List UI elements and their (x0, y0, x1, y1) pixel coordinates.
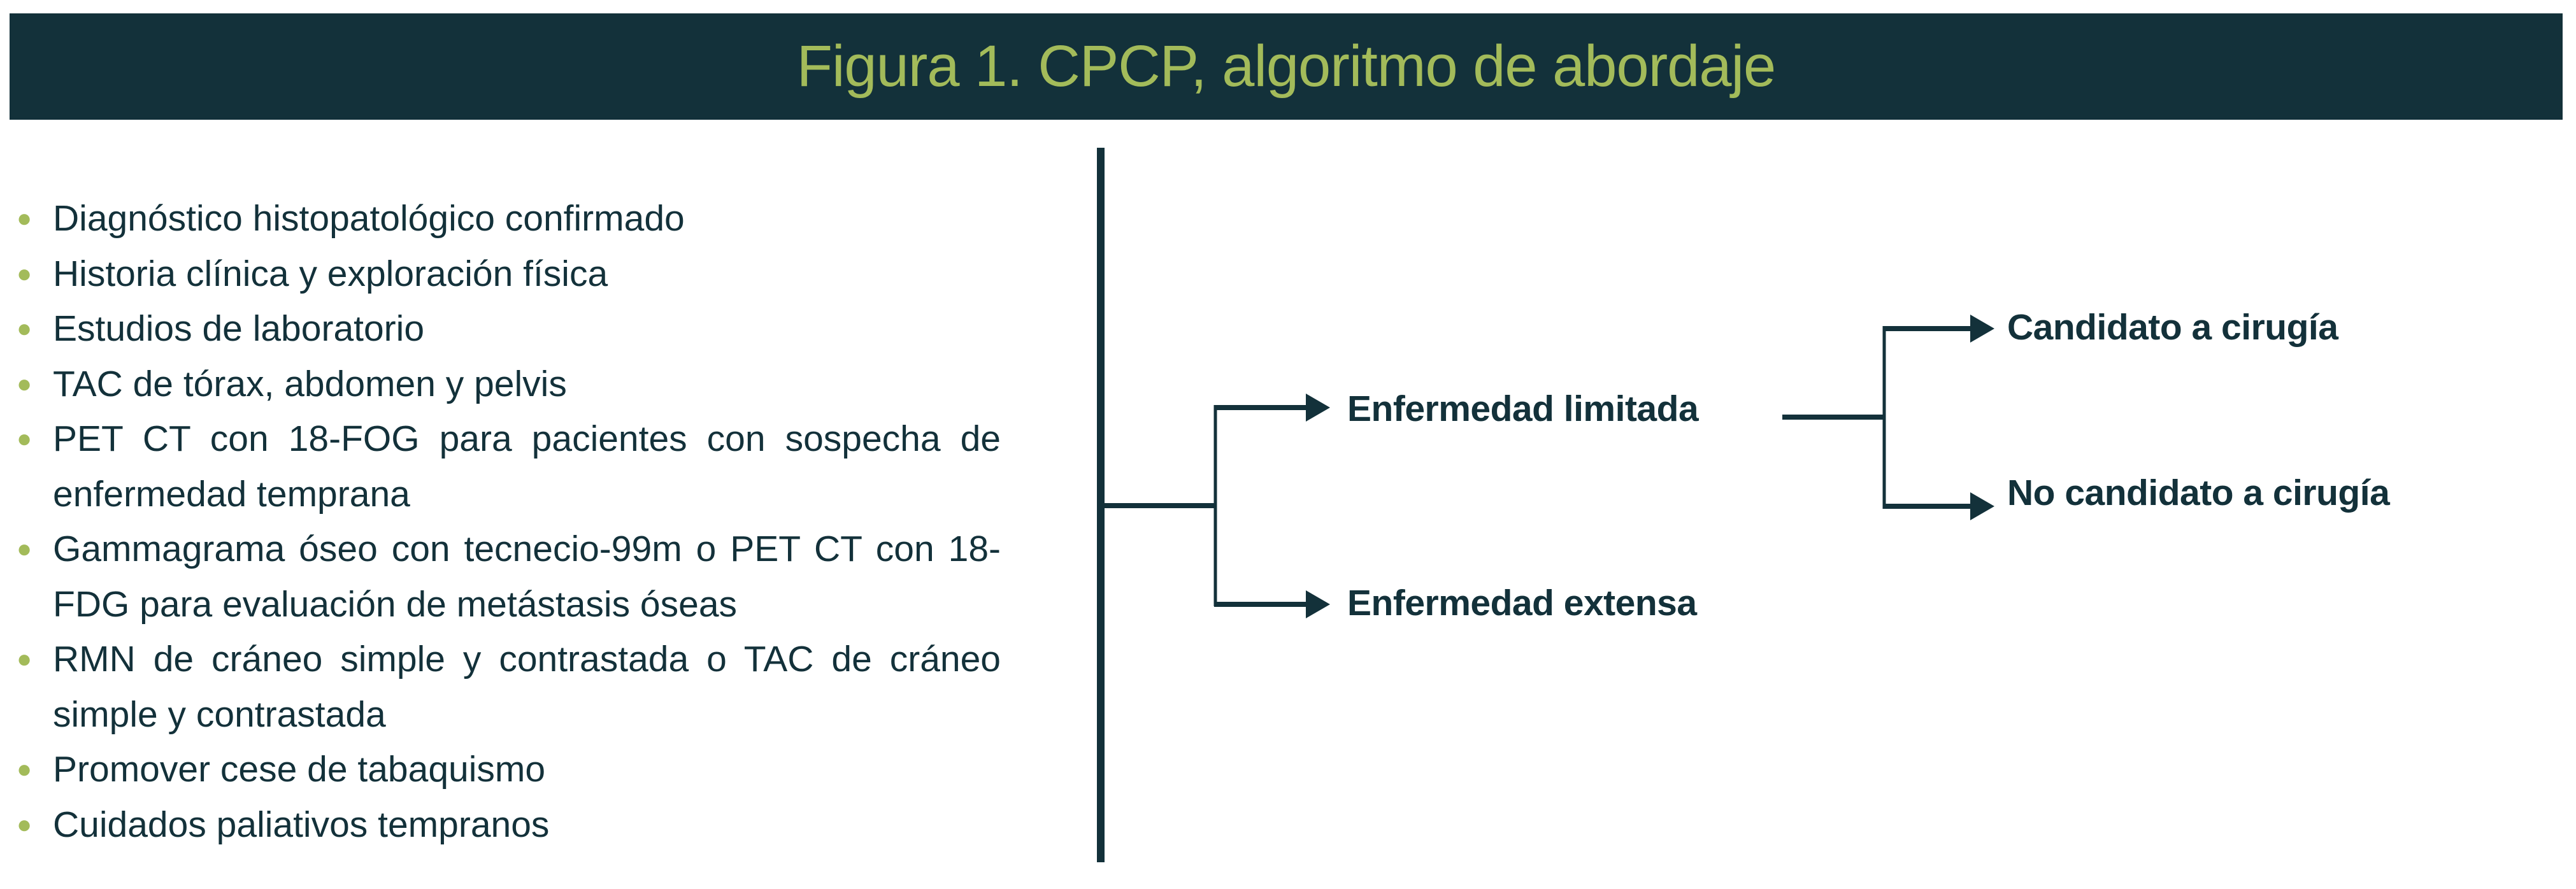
node-surgery-candidate: Candidato a cirugía (2007, 307, 2338, 348)
list-item: ● Estudios de laboratorio (17, 301, 1001, 357)
list-item: ● Cuidados paliativos tempranos (17, 797, 1001, 853)
arrowhead-icon (1306, 590, 1330, 618)
list-item: ● Gammagrama óseo con tecnecio-99m o PET … (17, 522, 1001, 632)
bullet-icon: ● (17, 535, 32, 563)
bullet-icon: ● (17, 755, 32, 783)
bullet-icon: ● (17, 425, 32, 453)
list-item-text: RMN de cráneo simple y contrastada o TAC… (53, 639, 1001, 735)
bullet-icon: ● (17, 204, 32, 232)
node-extensive-disease: Enfermedad extensa (1347, 583, 1697, 623)
list-item: ● RMN de cráneo simple y contrastada o TA… (17, 632, 1001, 742)
bullet-icon: ● (17, 369, 32, 398)
list-item-text: TAC de tórax, abdomen y pelvis (53, 363, 567, 404)
list-item: ● Historia clínica y exploración física (17, 246, 1001, 302)
figure-header: Figura 1. CPCP, algoritmo de abordaje (10, 13, 2563, 120)
list-item-text: Promover cese de tabaquismo (53, 749, 546, 790)
list-item-text: Historia clínica y exploración física (53, 253, 608, 294)
list-item-text: Cuidados paliativos tempranos (53, 804, 550, 845)
node-limited-disease: Enfermedad limitada (1347, 388, 1699, 429)
bullet-icon: ● (17, 645, 32, 673)
arrowhead-icon (1970, 492, 1994, 520)
arrowhead-icon (1306, 394, 1330, 422)
list-item-text: Estudios de laboratorio (53, 308, 425, 349)
bullet-icon: ● (17, 315, 32, 343)
list-item: ● Diagnóstico histopatológico confirmado (17, 191, 1001, 246)
figure-title: Figura 1. CPCP, algoritmo de abordaje (796, 34, 1776, 99)
list-item: ● TAC de tórax, abdomen y pelvis (17, 357, 1001, 412)
workup-list: ●Diagnóstico histopatológico confirmado … (17, 191, 1001, 852)
arrowhead-icon (1970, 315, 1994, 343)
list-item-text: Diagnóstico histopatológico confirmado (53, 198, 685, 239)
bullet-icon: ● (17, 810, 32, 839)
list-item: ● Promover cese de tabaquismo (17, 742, 1001, 797)
list-item-text: PET CT con 18-FOG para pacientes con sos… (53, 418, 1001, 515)
list-item-text: Gammagrama óseo con tecnecio-99m o PET C… (53, 529, 1001, 625)
bullet-icon: ● (17, 259, 32, 288)
node-not-surgery-candidate: No candidato a cirugía (2007, 473, 2390, 513)
list-item: ● PET CT con 18-FOG para pacientes con so… (17, 411, 1001, 522)
